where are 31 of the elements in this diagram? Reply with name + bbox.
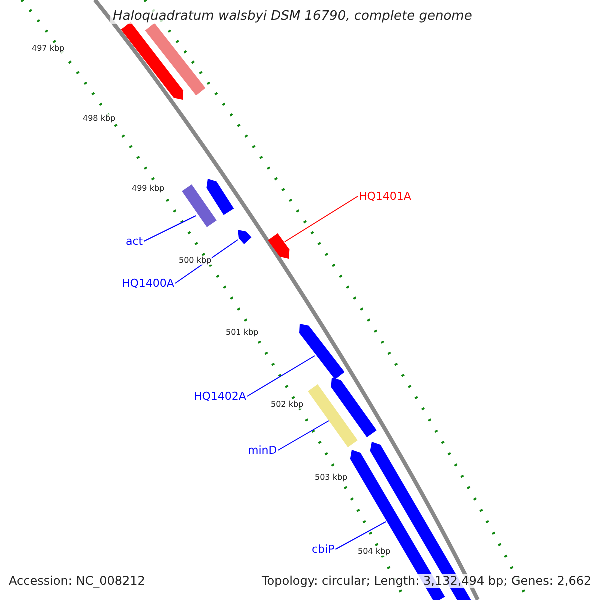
leader-line xyxy=(174,240,238,284)
gene-label: HQ1400A xyxy=(122,277,174,290)
leader-line xyxy=(284,196,358,242)
gene-label: HQ1402A xyxy=(194,390,246,403)
gene-block xyxy=(268,234,290,259)
leader-line xyxy=(246,356,316,397)
leader-line xyxy=(335,522,386,550)
gene-label: minD xyxy=(248,444,278,457)
tick-label: 498 kbp xyxy=(83,114,116,123)
tick-label: 503 kbp xyxy=(315,473,348,482)
gene-block xyxy=(331,378,377,438)
tick-label: 499 kbp xyxy=(132,184,165,193)
gene-label: cbiP xyxy=(312,543,335,556)
tick-label: 497 kbp xyxy=(32,44,65,53)
gene-block xyxy=(300,324,345,380)
footer-text: Topology: circular; Length: 3,132,494 bp; Genes: 2,662 xyxy=(262,574,592,588)
gene-bar xyxy=(182,184,217,228)
gene-block xyxy=(206,179,234,216)
gene-label: act xyxy=(126,235,144,248)
tick-label: 504 kbp xyxy=(358,547,391,556)
gene-bar xyxy=(308,384,358,448)
gene-block xyxy=(238,230,252,244)
gene-block xyxy=(121,22,184,100)
leader-line xyxy=(278,420,330,451)
tick-label: 502 kbp xyxy=(271,400,304,409)
gene-bar xyxy=(145,23,206,96)
footer-text: Accession: NC_008212 xyxy=(9,574,146,588)
tick-label: 501 kbp xyxy=(226,328,259,337)
tick-label: 500 kbp xyxy=(179,256,212,265)
gene-label: HQ1401A xyxy=(359,190,412,203)
leader-line xyxy=(144,216,196,242)
